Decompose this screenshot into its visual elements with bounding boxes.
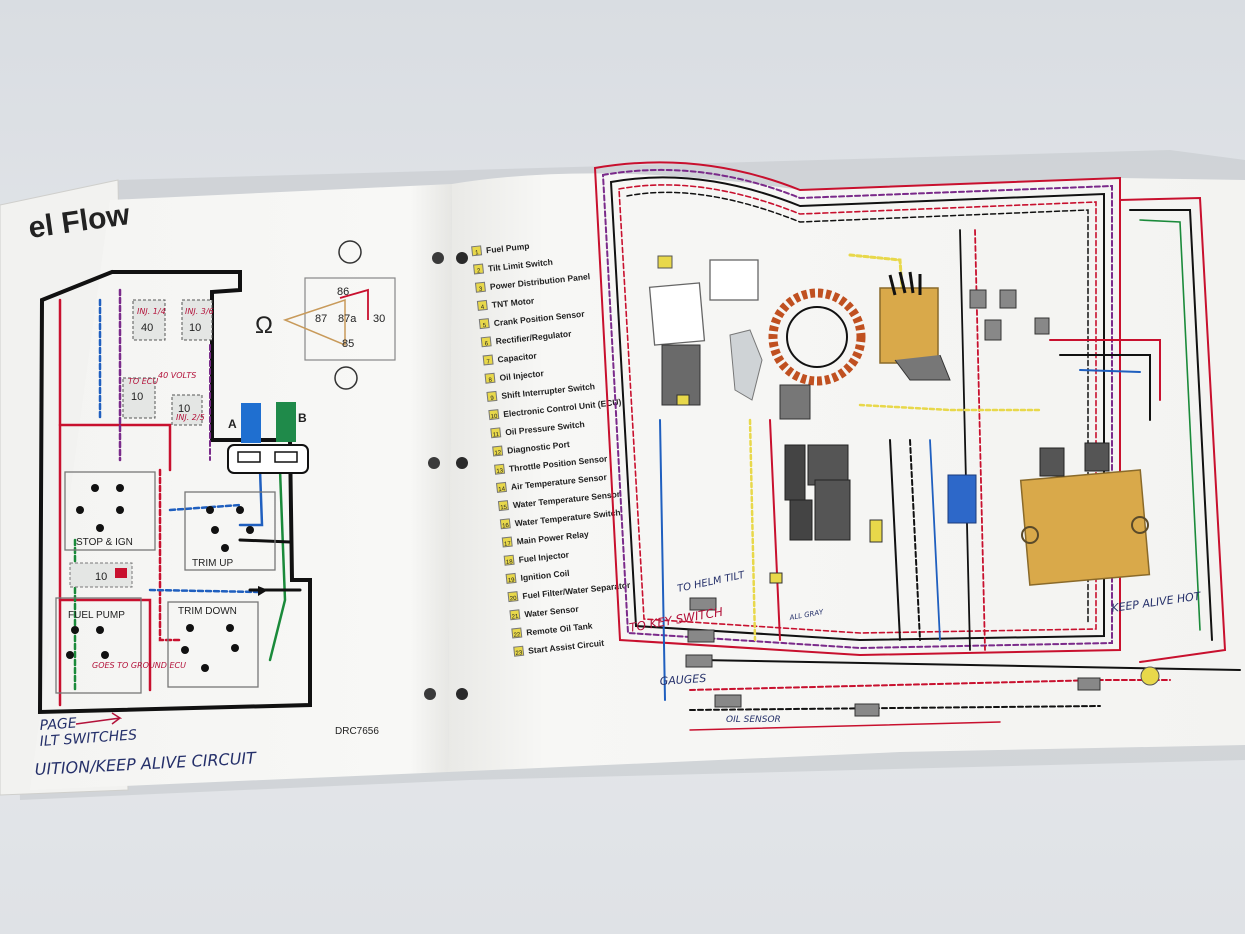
legend-swatch: [478, 318, 490, 330]
legend-item: 8 Oil Injector: [484, 368, 545, 384]
legend-number: 23: [515, 650, 523, 657]
legend-number: 10: [490, 414, 498, 421]
left-schematic: [37, 270, 312, 715]
legend-swatch: [473, 263, 485, 275]
fuse-label: 10: [95, 571, 107, 583]
legend-label: Capacitor: [497, 350, 538, 364]
legend-swatch: [484, 372, 496, 384]
legend-item: 1 Fuel Pump: [471, 241, 530, 257]
legend-number: 12: [494, 450, 502, 457]
note-page: PAGE: [39, 715, 77, 734]
legend-swatch: [474, 281, 486, 293]
note-tilt-switches: ILT SWITCHES: [39, 727, 137, 750]
legend-number: 3: [479, 286, 484, 292]
legend-item: 7 Capacitor: [482, 350, 538, 366]
legend-swatch: [494, 463, 506, 475]
diagram-components: [648, 255, 1160, 717]
legend-swatch: [507, 591, 519, 603]
binder-holes: [424, 252, 468, 700]
legend-swatch: [495, 481, 507, 493]
legend-swatch: [509, 609, 521, 621]
legend-number: 1: [475, 250, 480, 256]
legend-number: 17: [504, 541, 512, 548]
inj-14-label: INJ. 1/4: [137, 307, 166, 316]
legend-swatch: [497, 500, 509, 512]
trim-down-label: TRIM DOWN: [178, 606, 237, 617]
legend-swatch: [513, 645, 525, 657]
relay-terminal-30: 30: [373, 313, 385, 325]
legend-swatch: [480, 336, 492, 348]
legend-number: 11: [493, 432, 500, 439]
legend-label: Oil Injector: [499, 368, 545, 383]
note-gauges: GAUGES: [659, 672, 706, 688]
inj-25-num: 10: [178, 403, 190, 415]
meter-icon: [334, 366, 358, 390]
stop-ign-label: STOP & IGN: [76, 537, 133, 548]
legend-swatch: [471, 245, 483, 257]
legend-number: 9: [490, 396, 495, 402]
relay-terminal-86: 86: [337, 286, 349, 298]
to-ecu-label: TO ECU: [128, 377, 158, 386]
note-oil-sensor: OIL SENSOR: [726, 715, 781, 725]
legend-number: 16: [502, 523, 510, 530]
legend-swatch: [482, 354, 494, 366]
legend-swatch: [503, 554, 515, 566]
ecu-box: [1019, 469, 1151, 586]
right-wiring-diagram: [593, 161, 1241, 731]
legend-swatch: [488, 409, 500, 421]
legend-number: 6: [484, 341, 489, 347]
relay-terminal-85: 85: [342, 338, 354, 350]
to-ecu-num: 10: [131, 391, 143, 403]
legend-number: 20: [510, 596, 518, 603]
legend-swatch: [499, 518, 511, 530]
legend-swatch: [511, 627, 523, 639]
inj-14-num: 40: [141, 322, 153, 334]
legend-swatch: [505, 572, 517, 584]
ab-connectors: A B: [227, 402, 309, 474]
volts-label: 40 VOLTS: [158, 371, 196, 380]
legend-number: 13: [496, 468, 504, 475]
injector-boxes: INJ. 1/4 40 INJ. 3/6 10 TO ECU 10 40 VOL…: [122, 299, 214, 426]
legend-number: 5: [483, 323, 488, 329]
switch-groups: STOP & IGN TRIM UP TRIM DOWN FUEL PUMP 1…: [55, 471, 276, 694]
legend-swatch: [501, 536, 513, 548]
goes-to-ground: GOES TO GROUND ECU: [92, 661, 186, 670]
fuel-pump-label: FUEL PUMP: [68, 610, 125, 621]
relay-terminal-87a: 87a: [338, 313, 357, 325]
legend-number: 4: [481, 305, 486, 311]
legend-number: 14: [498, 486, 506, 493]
inj-36-label: INJ. 3/6: [185, 307, 214, 316]
trim-up-label: TRIM UP: [192, 558, 233, 569]
relay-diagram: Ω 86 87 87a 30 85: [255, 240, 396, 390]
ohm-symbol: Ω: [255, 312, 273, 339]
legend-label: Fuel Pump: [486, 241, 530, 255]
stator-ring: [768, 288, 866, 386]
legend-number: 8: [488, 377, 493, 383]
drc-code: DRC7656: [335, 726, 379, 737]
legend-swatch: [492, 445, 504, 457]
capacitor: [947, 474, 977, 524]
legend-swatch: [476, 299, 488, 311]
legend-label: TNT Motor: [491, 295, 535, 309]
inj-36-num: 10: [189, 322, 201, 334]
legend-number: 21: [512, 614, 520, 621]
connector-b-label: B: [298, 411, 307, 425]
legend-number: 7: [486, 359, 491, 365]
legend-swatch: [486, 390, 498, 402]
legend-item: 4 TNT Motor: [476, 295, 535, 311]
inj-25-label: INJ. 2/5: [176, 413, 205, 422]
legend-swatch: [490, 427, 502, 439]
legend-number: 18: [506, 559, 514, 566]
legend-number: 2: [477, 268, 482, 274]
ground-icon: [338, 240, 362, 264]
connector-a-label: A: [228, 417, 237, 431]
legend-number: 15: [500, 505, 508, 512]
legend-number: 19: [508, 577, 516, 584]
relay-terminal-87: 87: [315, 313, 327, 325]
legend-number: 22: [513, 632, 521, 639]
